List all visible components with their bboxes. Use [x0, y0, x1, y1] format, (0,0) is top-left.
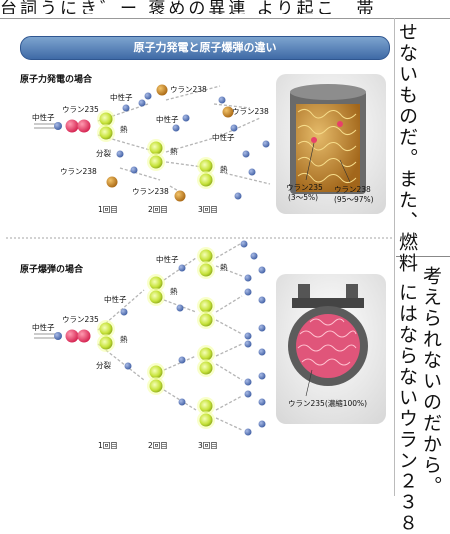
reactor-gen-label-1: 1回目 — [98, 205, 118, 214]
reactor-label-u238-top: ウラン238 — [170, 85, 207, 94]
reactor-fuel-label-u235: ウラン235 — [286, 183, 323, 192]
bomb-gen-label-1: 1回目 — [98, 441, 118, 450]
reactor-u235-nucleus — [65, 119, 91, 133]
reactor-label-fission: 分裂 — [96, 149, 111, 158]
reactor-fragment-1b — [97, 124, 115, 142]
column-text-upper: せないものだ。また、燃料 にはならないウラン２３８ — [396, 22, 418, 534]
reactor-neutrons — [116, 92, 270, 200]
column-lower-line-1: 考えられないのだから。 — [420, 266, 442, 497]
reactor-label-u235: ウラン235 — [62, 105, 99, 114]
reactor-section-title: 原子力発電の場合 — [20, 75, 93, 85]
column-text-lower: 考えられないのだから。 — [420, 266, 442, 497]
bomb-neutrons — [120, 240, 266, 436]
column-upper-line-1: せないものだ。また、燃料 — [396, 22, 418, 274]
reactor-label-neutron-in: 中性子 — [32, 113, 55, 122]
top-divider — [0, 18, 450, 19]
bomb-section-title: 原子爆弾の場合 — [20, 265, 84, 275]
reactor-fuel-label-u238-pct: (95～97%) — [334, 195, 374, 204]
bomb-u235-nucleus — [65, 329, 91, 343]
column-upper-line-2: にはならないウラン２３８ — [396, 282, 418, 534]
column-divider — [394, 18, 395, 496]
reactor-neutron-incoming — [54, 122, 62, 130]
bomb-gen-label-2: 2回目 — [148, 441, 168, 450]
bomb-label-heat-1: 熱 — [120, 335, 128, 344]
bomb-label-fission: 分裂 — [96, 361, 111, 370]
reactor-label-u238-low: ウラン238 — [60, 167, 97, 176]
reactor-fuel-illustration — [276, 74, 386, 214]
bomb-label-heat-2: 熱 — [170, 287, 178, 296]
reactor-fragment-3b — [197, 171, 215, 189]
figure-graphic — [6, 74, 392, 436]
bomb-fragment-1b — [97, 334, 115, 352]
bomb-label-u235: ウラン235 — [62, 315, 99, 324]
bomb-gen-label-3: 3回目 — [198, 441, 218, 450]
bomb-fragments-gen3 — [197, 247, 215, 429]
reactor-label-neutron-mid: 中性子 — [156, 115, 179, 124]
bomb-fuel-illustration — [276, 274, 386, 424]
bomb-fragment-2d — [147, 377, 165, 395]
bomb-label-heat-3: 熱 — [220, 263, 228, 272]
reactor-fuel-label-u238: ウラン238 — [334, 185, 371, 194]
bomb-fragment-2b — [147, 288, 165, 306]
reactor-gen-label-2: 2回目 — [148, 205, 168, 214]
bomb-neutron-incoming — [54, 332, 62, 340]
reactor-u238-balls — [106, 84, 234, 202]
reactor-label-u238-low2: ウラン238 — [132, 187, 169, 196]
reactor-label-neutron-top: 中性子 — [110, 93, 133, 102]
reactor-label-heat-3: 熱 — [220, 165, 228, 174]
reactor-label-heat-1: 熱 — [120, 125, 128, 134]
reactor-fragment-2b — [147, 153, 165, 171]
bomb-fuel-label: ウラン235(濃縮100%) — [288, 399, 368, 408]
bomb-label-neutron-in: 中性子 — [32, 323, 55, 332]
top-cut-text: 台詞うにき゛ー 褒めの異連 より起こ 帯 — [0, 0, 377, 14]
reactor-fuel-label-u235-pct: (3～5%) — [288, 193, 319, 202]
bomb-label-neutron-a: 中性子 — [156, 255, 179, 264]
reactor-gen-label-3: 3回目 — [198, 205, 218, 214]
column-mid-divider — [396, 256, 450, 257]
reactor-label-neutron-right: 中性子 — [212, 133, 235, 142]
bomb-label-neutron-b: 中性子 — [104, 295, 127, 304]
reactor-label-u238-top2: ウラン238 — [232, 107, 269, 116]
figure-banner: 原子力発電と原子爆弾の違い — [20, 36, 390, 60]
reactor-label-heat-2: 熱 — [170, 147, 178, 156]
